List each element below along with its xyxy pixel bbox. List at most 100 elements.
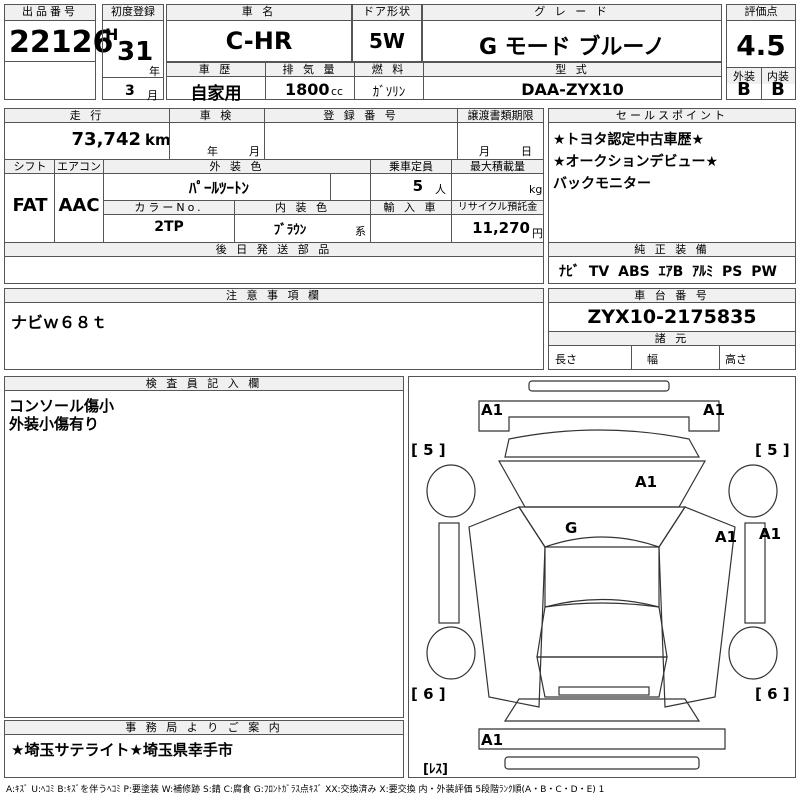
- equip-item: ｱﾙﾐ: [692, 264, 714, 280]
- mileage-unit: km: [145, 131, 171, 149]
- damage-mark: A1: [481, 401, 503, 419]
- int-grade: B: [771, 79, 785, 100]
- equip-item: ｴｱB: [658, 264, 684, 280]
- load-unit: kg: [529, 183, 543, 196]
- sales-point-line: ★トヨタ認定中古車歴★: [553, 132, 705, 148]
- ac: AAC: [58, 195, 100, 216]
- inspection-year-unit: 年: [207, 145, 218, 158]
- ext-grade: B: [737, 79, 751, 100]
- history-label: 車 歴: [167, 63, 265, 77]
- lot-label: 出品番号: [5, 5, 95, 21]
- seats-unit: 人: [435, 183, 446, 196]
- color-label: 外 装 色: [104, 160, 370, 174]
- score-box: 評価点 4.5 外装 内装 B B: [726, 4, 796, 100]
- car-outline: A1 A1 A1 G A1 A1 A1 [ 5 ] [ 5 ] [ 6 ] [ …: [411, 380, 790, 777]
- grade-label: グ レ ー ド: [423, 5, 721, 21]
- spec-label: 諸 元: [549, 332, 795, 346]
- damage-mark: A1: [703, 401, 725, 419]
- import-label: 輸 入 車: [371, 201, 451, 215]
- car-diagram: A1 A1 A1 G A1 A1 A1 [ 5 ] [ 5 ] [ 6 ] [ …: [408, 376, 796, 778]
- load-label: 最大積載量: [452, 160, 543, 174]
- inspector-note: 外装小傷有り: [9, 415, 100, 433]
- displacement: 1800: [285, 80, 330, 99]
- fuel-label: 燃 料: [355, 63, 423, 77]
- interior-color-unit: 系: [355, 225, 366, 238]
- later-parts-label: 後 日 発 送 部 品: [5, 243, 543, 257]
- inspection-label: 車 検: [170, 109, 264, 123]
- transfer-day-unit: 日: [521, 145, 532, 158]
- equip-item: ﾅﾋﾞ: [559, 264, 580, 280]
- sales-point-box: セールスポイント ★トヨタ認定中古車歴★ ★オークションデビュー★ バックモニタ…: [548, 108, 796, 284]
- ext-label: 外装: [727, 68, 761, 84]
- color-number: 2TP: [154, 219, 184, 235]
- regno-label: 登 録 番 号: [265, 109, 457, 123]
- equip-item: PW: [751, 264, 777, 280]
- fuel: ｶﾞｿﾘﾝ: [372, 85, 406, 100]
- office-label: 事 務 局 よ り ご 案 内: [5, 721, 403, 735]
- month-unit: 月: [147, 89, 158, 102]
- transfer-month-unit: 月: [479, 145, 490, 158]
- spare-tire: [ﾚｽ]: [423, 762, 448, 777]
- registration-box: 初度登録 H 31 年 3 月: [102, 4, 164, 102]
- inspection-month-unit: 月: [249, 145, 260, 158]
- grade: G モード ブルーノ: [478, 35, 666, 60]
- int-label: 内装: [761, 68, 795, 84]
- equipment-list: ﾅﾋﾞ TV ABS ｴｱB ｱﾙﾐ PS PW: [559, 261, 795, 281]
- tire-depth: [ 5 ]: [411, 441, 446, 459]
- transfer-label: 譲渡書類期限: [458, 109, 543, 123]
- notes-box: 注 意 事 項 欄 ナビｗ６８ｔ: [4, 288, 544, 370]
- equip-item: ABS: [618, 264, 650, 280]
- shift: FAT: [12, 195, 48, 216]
- recycle-fee: 11,270: [472, 219, 530, 237]
- inspector-note: コンソール傷小: [9, 397, 115, 415]
- tire-depth: [ 6 ]: [411, 685, 446, 703]
- sales-point-line: ★オークションデビュー★: [553, 154, 719, 170]
- car-name-label: 車 名: [167, 5, 351, 21]
- sales-point-label: セールスポイント: [549, 109, 795, 123]
- colorno-label: カラーNo.: [104, 201, 234, 215]
- seats-label: 乗車定員: [371, 160, 451, 174]
- model-label: 型 式: [424, 63, 721, 77]
- damage-mark: G: [565, 519, 577, 537]
- length-label: 長さ: [555, 353, 577, 366]
- width-label: 幅: [647, 353, 658, 366]
- model-code: DAA-ZYX10: [521, 80, 624, 99]
- shift-label: シフト: [5, 160, 55, 174]
- recycle-label: リサイクル預託金: [452, 201, 543, 215]
- mileage: 73,742: [71, 129, 141, 150]
- seats: 5: [412, 177, 423, 195]
- year-unit: 年: [149, 65, 160, 78]
- car-name: C-HR: [225, 27, 293, 55]
- interior-color: ﾌﾞﾗｳﾝ: [273, 223, 307, 238]
- office-box: 事 務 局 よ り ご 案 内 ★埼玉サテライト★埼玉県幸手市: [4, 720, 404, 778]
- tire-depth: [ 6 ]: [755, 685, 790, 703]
- sales-point-line: バックモニター: [553, 176, 651, 192]
- lot-box: 出品番号 22126: [4, 4, 113, 100]
- equip-item: PS: [722, 264, 743, 280]
- intcolor-label: 内 装 色: [235, 201, 370, 215]
- inspector-box: 検 査 員 記 入 欄 コンソール傷小 外装小傷有り: [4, 376, 404, 718]
- damage-mark: A1: [481, 731, 503, 749]
- notes-text: ナビｗ６８ｔ: [11, 313, 108, 332]
- inspector-label: 検 査 員 記 入 欄: [5, 377, 403, 391]
- door-type: 5W: [369, 29, 405, 53]
- history: 自家用: [190, 84, 242, 104]
- equip-item: TV: [588, 264, 610, 280]
- recycle-unit: 円: [532, 227, 543, 240]
- score: 4.5: [736, 29, 786, 62]
- score-label: 評価点: [727, 5, 795, 21]
- door-label: ドア形状: [353, 5, 421, 21]
- damage-mark: A1: [759, 525, 781, 543]
- era: H: [105, 25, 119, 44]
- door-box: ドア形状 5W: [352, 4, 422, 62]
- registration-label: 初度登録: [103, 5, 163, 21]
- lot-number: 22126: [9, 25, 114, 60]
- height-label: 高さ: [725, 353, 747, 366]
- reg-year: 31: [117, 37, 154, 67]
- damage-mark: A1: [635, 473, 657, 491]
- grade-box: グ レ ー ド G モード ブルーノ: [422, 4, 722, 62]
- legend: A:ｷｽﾞ U:ﾍｺﾐ B:ｷｽﾞを伴うﾍｺﾐ P:要塗装 W:補修跡 S:錆 …: [6, 785, 605, 795]
- history-row: 車 歴 自家用 排 気 量 1800 cc 燃 料 ｶﾞｿﾘﾝ 型 式 DAA-…: [166, 62, 722, 104]
- tire-depth: [ 5 ]: [755, 441, 790, 459]
- vehicle-detail-box: 走 行 73,742 km 車 検 年 月 登 録 番 号 譲渡書類期限 月 日…: [4, 108, 544, 284]
